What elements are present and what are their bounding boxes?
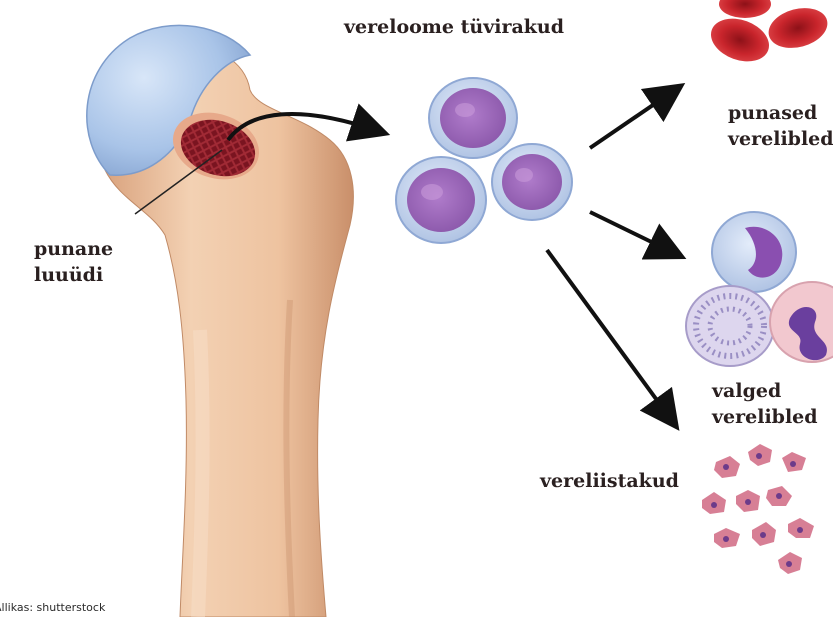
- platelet: [714, 456, 740, 478]
- platelet: [782, 452, 806, 472]
- label-white-cells-line1: valged: [712, 380, 781, 402]
- platelet: [736, 490, 760, 512]
- label-white-cells-line2: verelibled: [712, 406, 818, 428]
- arrow-to-white-cells: [590, 212, 672, 252]
- label-red-cells-line2: verelibled: [728, 128, 833, 150]
- stem-cell: [429, 78, 517, 158]
- platelet: [752, 522, 776, 546]
- stem-cell: [492, 144, 572, 220]
- platelet: [748, 444, 772, 466]
- platelet: [766, 486, 792, 506]
- label-white-cells: valged verelibled: [712, 378, 818, 430]
- label-bone-marrow-line2: luuüdi: [34, 264, 103, 286]
- label-red-cells-line1: punased: [728, 102, 817, 124]
- label-platelets: vereliistakud: [540, 468, 679, 494]
- platelet: [788, 518, 814, 538]
- platelet: [702, 492, 726, 514]
- white-blood-cell-granulocyte: [686, 286, 774, 366]
- arrow-to-red-cells: [590, 92, 672, 148]
- label-bone-marrow-line1: punane: [34, 238, 113, 260]
- label-red-cells: punased verelibled: [728, 100, 833, 152]
- arrow-to-platelets: [547, 250, 670, 418]
- label-stem-cells: vereloome tüvirakud: [344, 14, 564, 40]
- red-blood-cell: [764, 2, 832, 54]
- platelet: [778, 552, 802, 574]
- white-blood-cell-neutrophil: [770, 282, 833, 362]
- red-blood-cell: [705, 11, 775, 69]
- platelet: [714, 528, 740, 548]
- label-bone-marrow: punane luuüdi: [34, 236, 113, 288]
- red-blood-cell: [719, 0, 771, 18]
- stem-cell: [396, 157, 486, 243]
- white-blood-cell-lymphocyte: [712, 212, 796, 292]
- image-credit: Allikas: shutterstock: [0, 601, 105, 614]
